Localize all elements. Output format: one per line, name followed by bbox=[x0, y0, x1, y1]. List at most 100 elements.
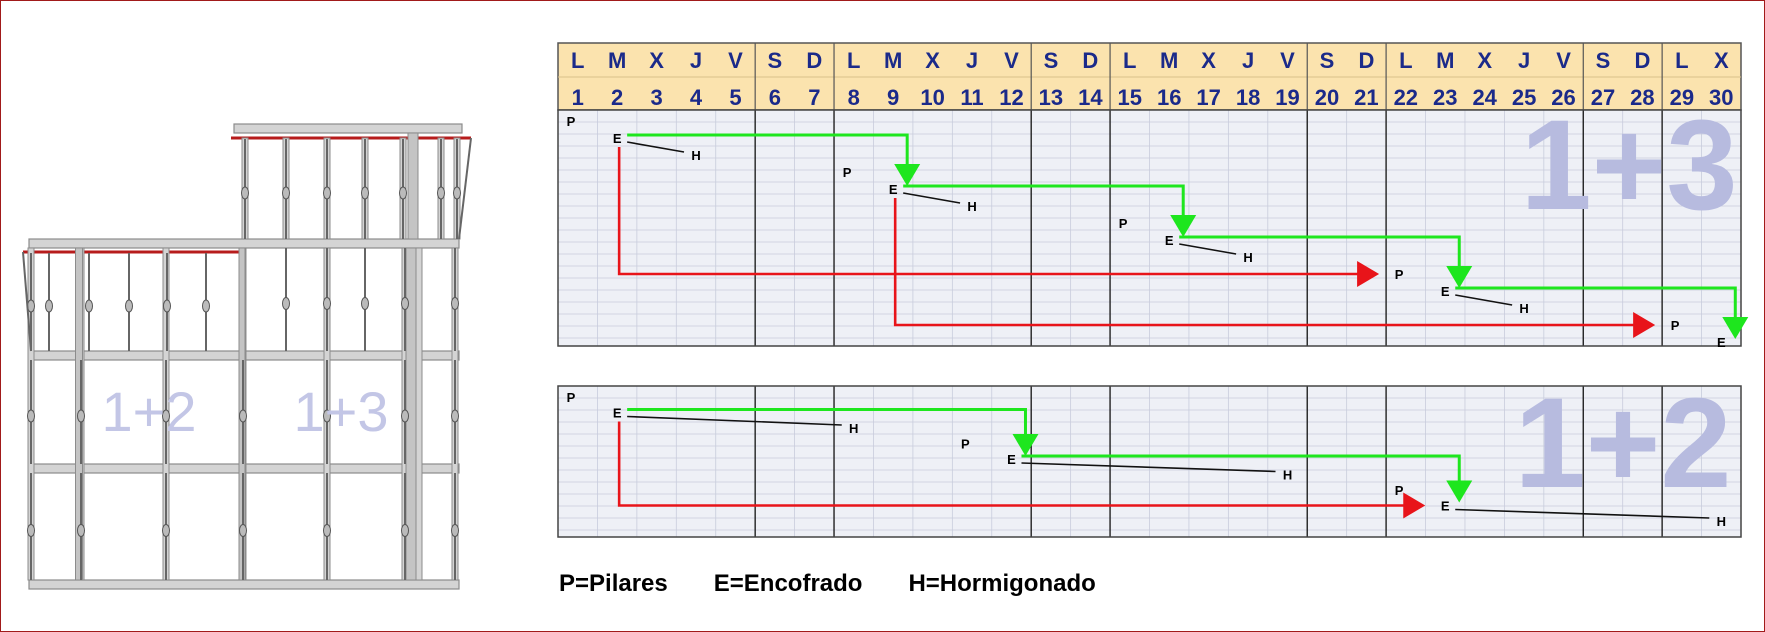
prop-clamp bbox=[27, 524, 35, 537]
event-marker-p: P bbox=[1671, 318, 1680, 333]
formwork-arrow-head bbox=[1446, 266, 1473, 288]
day-number: 15 bbox=[1118, 85, 1142, 110]
panel-big-label: 1+3 bbox=[1520, 94, 1737, 237]
day-letter: M bbox=[1160, 48, 1178, 73]
event-marker-h: H bbox=[1717, 514, 1726, 529]
event-marker-h: H bbox=[1519, 301, 1528, 316]
prop-clamp bbox=[451, 297, 459, 310]
pour-link-line bbox=[1021, 462, 1276, 473]
day-letter: X bbox=[1714, 48, 1729, 73]
legend-encofrado: E=Encofrado bbox=[713, 570, 863, 597]
prop-clamp bbox=[162, 524, 170, 537]
day-number: 11 bbox=[960, 85, 983, 110]
prop-clamp bbox=[202, 299, 210, 313]
formwork-transfer-arrow bbox=[1179, 235, 1461, 271]
day-number: 13 bbox=[1039, 85, 1063, 110]
day-number: 28 bbox=[1630, 85, 1654, 110]
day-number: 16 bbox=[1157, 85, 1181, 110]
day-letter: D bbox=[1634, 48, 1650, 73]
event-marker-p: P bbox=[961, 437, 970, 452]
formwork-transfer-arrow bbox=[903, 184, 1185, 220]
event-marker-h: H bbox=[691, 148, 700, 163]
cycle-arrow-head bbox=[1357, 261, 1380, 287]
prop-clamp bbox=[239, 409, 247, 423]
event-marker-e: E bbox=[889, 182, 898, 197]
day-letter: S bbox=[1044, 48, 1059, 73]
building-zone-label: 1+3 bbox=[294, 380, 389, 443]
day-number: 6 bbox=[769, 85, 781, 110]
day-number: 8 bbox=[848, 85, 860, 110]
edge-prop bbox=[458, 137, 472, 240]
day-letter: S bbox=[768, 48, 783, 73]
day-letter: L bbox=[1399, 48, 1412, 73]
prop-clamp bbox=[27, 409, 35, 423]
day-number: 4 bbox=[690, 85, 703, 110]
day-letter: S bbox=[1596, 48, 1611, 73]
day-number: 1 bbox=[572, 85, 584, 110]
formwork-arrow-head bbox=[1012, 434, 1039, 456]
day-number: 27 bbox=[1591, 85, 1615, 110]
day-number: 10 bbox=[920, 85, 944, 110]
day-letter: D bbox=[1358, 48, 1374, 73]
day-letter: V bbox=[728, 48, 743, 73]
day-number: 18 bbox=[1236, 85, 1260, 110]
structural-column bbox=[415, 247, 423, 581]
prop-clamp bbox=[323, 409, 331, 423]
day-letter: X bbox=[649, 48, 664, 73]
building-zone-label: 1+2 bbox=[102, 380, 197, 443]
day-number: 24 bbox=[1472, 85, 1497, 110]
day-letter: L bbox=[571, 48, 584, 73]
day-number: 17 bbox=[1196, 85, 1220, 110]
day-letter: L bbox=[1123, 48, 1136, 73]
day-number: 25 bbox=[1512, 85, 1536, 110]
day-number: 29 bbox=[1670, 85, 1694, 110]
event-marker-p: P bbox=[1395, 483, 1404, 498]
cycle-return-arrow bbox=[617, 421, 1408, 507]
day-letter: V bbox=[1004, 48, 1019, 73]
prop-clamp bbox=[399, 186, 407, 200]
pour-link-line bbox=[627, 141, 685, 153]
day-number: 26 bbox=[1551, 85, 1575, 110]
ground-slab bbox=[28, 579, 460, 590]
day-letter: X bbox=[1201, 48, 1216, 73]
legend-pilares: P=Pilares bbox=[559, 570, 668, 597]
prop-clamp bbox=[163, 299, 171, 313]
legend: P=Pilares E=Encofrado H=Hormigonado bbox=[559, 567, 1096, 601]
prop-clamp bbox=[361, 297, 369, 310]
prop-clamp bbox=[437, 186, 445, 200]
event-marker-p: P bbox=[1119, 216, 1128, 231]
prop-clamp bbox=[77, 524, 85, 537]
panel-border bbox=[557, 385, 1742, 538]
event-marker-h: H bbox=[1283, 468, 1292, 483]
day-number: 21 bbox=[1354, 85, 1378, 110]
day-letter: L bbox=[847, 48, 860, 73]
day-number: 5 bbox=[729, 85, 741, 110]
pour-link-line bbox=[1179, 243, 1237, 255]
formwork-transfer-arrow bbox=[1455, 286, 1737, 322]
day-number: 9 bbox=[887, 85, 899, 110]
event-marker-e: E bbox=[1717, 335, 1726, 350]
legend-hormigonado: H=Hormigonado bbox=[908, 570, 1096, 597]
day-letter: D bbox=[1082, 48, 1098, 73]
formwork-transfer-arrow bbox=[627, 408, 1027, 439]
floor-slab bbox=[28, 238, 460, 249]
prop-clamp bbox=[401, 297, 409, 310]
event-marker-e: E bbox=[1007, 452, 1016, 467]
prop-clamp bbox=[241, 186, 249, 200]
event-marker-h: H bbox=[967, 199, 976, 214]
day-letter: V bbox=[1280, 48, 1295, 73]
day-number: 20 bbox=[1315, 85, 1339, 110]
day-letter: D bbox=[806, 48, 822, 73]
prop-clamp bbox=[451, 409, 459, 423]
pour-link-line bbox=[627, 415, 842, 426]
day-number: 19 bbox=[1275, 85, 1299, 110]
day-letter: J bbox=[1518, 48, 1530, 73]
prop-clamp bbox=[162, 409, 170, 423]
formwork-transfer-arrow bbox=[1021, 454, 1461, 486]
prop-clamp bbox=[401, 409, 409, 423]
pour-link-line bbox=[1455, 508, 1710, 519]
cycle-arrow-head bbox=[1403, 492, 1426, 519]
prop-clamp bbox=[239, 524, 247, 537]
event-marker-p: P bbox=[567, 114, 576, 129]
